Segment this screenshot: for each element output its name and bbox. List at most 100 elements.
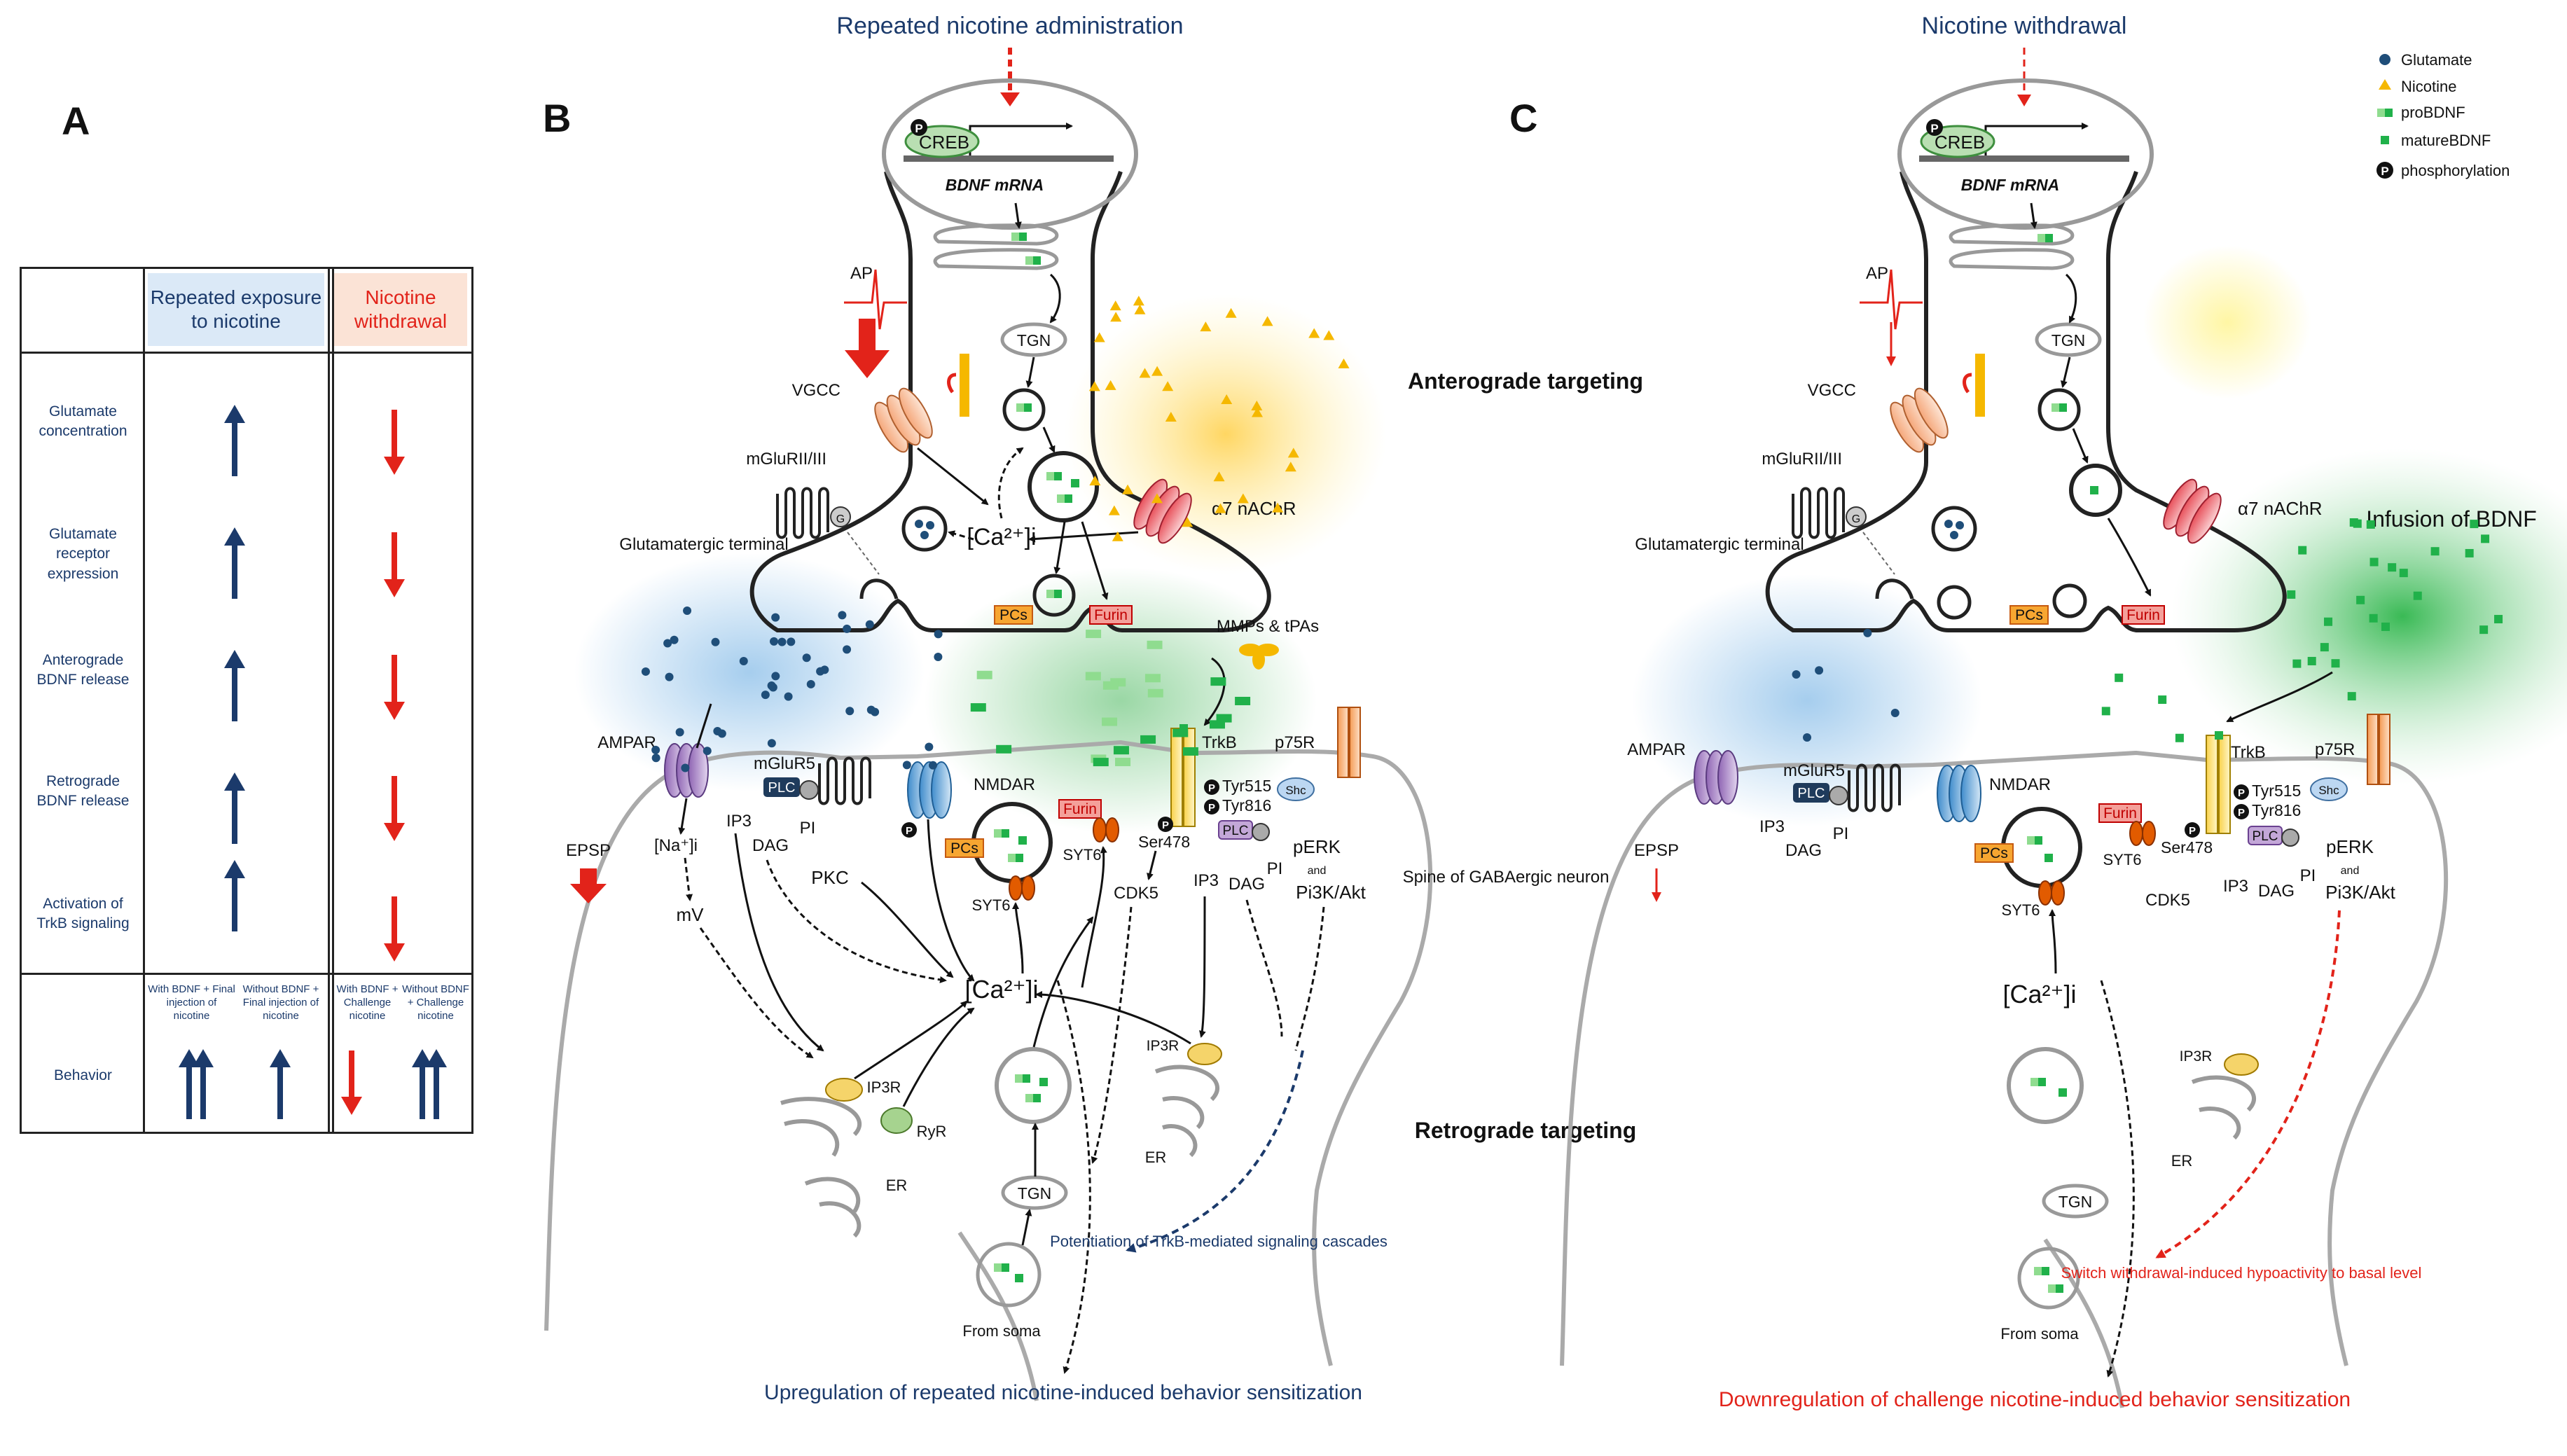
svg-text:IP3: IP3 bbox=[1759, 817, 1785, 836]
svg-text:p75R: p75R bbox=[2315, 740, 2355, 759]
svg-text:pERK: pERK bbox=[2326, 836, 2374, 857]
bdnf-molecule bbox=[2413, 591, 2422, 600]
bdnf-molecule bbox=[970, 703, 986, 712]
nicotine-molecule bbox=[1133, 296, 1144, 306]
postsynaptic-membrane-c bbox=[1560, 750, 2448, 1366]
nicotine-molecule bbox=[1093, 332, 1105, 342]
presynaptic-membrane-c bbox=[1765, 171, 2287, 632]
mglur5-receptor bbox=[818, 756, 871, 805]
potentiation-label: Potentiation of TrkB-mediated signaling … bbox=[1050, 1233, 1388, 1250]
scattered-molecules bbox=[641, 296, 2503, 772]
svg-text:SYT6: SYT6 bbox=[2001, 901, 2040, 919]
panel-b: B Repeated nicotine administration CREB … bbox=[543, 13, 1433, 1404]
sub-header: Without BDNF + Challenge nicotine bbox=[402, 983, 469, 1022]
tgn-post bbox=[1001, 1175, 1068, 1210]
svg-text:EPSP: EPSP bbox=[1634, 841, 1679, 860]
svg-text:DAG: DAG bbox=[1229, 875, 1265, 894]
mv-label: mV bbox=[677, 904, 705, 925]
glutamate-molecule bbox=[928, 761, 937, 770]
svg-text:AMPAR: AMPAR bbox=[1627, 740, 1686, 759]
p75r-receptor bbox=[1337, 707, 1361, 778]
bdnf-molecule bbox=[2175, 733, 2184, 742]
svg-text:mGluRII/III: mGluRII/III bbox=[1762, 450, 1842, 469]
nicotine-molecule bbox=[1151, 366, 1163, 376]
svg-text:PLC: PLC bbox=[768, 780, 796, 796]
dag-label: DAG bbox=[752, 836, 789, 855]
double-up-arrow-icon bbox=[412, 1049, 447, 1119]
bdnf-molecule bbox=[2347, 692, 2356, 701]
nicotine-legend-icon bbox=[2379, 79, 2391, 90]
svg-text:RyR: RyR bbox=[917, 1123, 947, 1140]
bdnf-molecule bbox=[1093, 758, 1109, 767]
mrna-label: BDNF mRNA bbox=[946, 176, 1044, 194]
mglur5-label: mGluR5 bbox=[754, 754, 815, 773]
behavior-label: Behavior bbox=[54, 1067, 112, 1083]
svg-text:IP3: IP3 bbox=[1193, 871, 1219, 890]
ampar-channel bbox=[664, 743, 709, 798]
glutamate-molecule bbox=[767, 681, 776, 690]
up-arrow-icon bbox=[224, 650, 245, 721]
svg-text:CDK5: CDK5 bbox=[2145, 891, 2190, 910]
glutamate-molecule bbox=[771, 672, 780, 681]
bdnf-molecule bbox=[1140, 735, 1156, 744]
table-arrows bbox=[179, 405, 447, 1119]
maturebdnf-legend-icon bbox=[2381, 136, 2389, 144]
svg-text:PI: PI bbox=[1267, 859, 1283, 878]
bdnf-molecule bbox=[2115, 673, 2124, 682]
glutamate-legend-icon bbox=[2379, 54, 2390, 65]
glutamate-molecule bbox=[770, 637, 779, 646]
svg-text:NMDAR: NMDAR bbox=[1989, 775, 2051, 794]
tgn bbox=[1000, 322, 1067, 357]
pi-label: PI bbox=[800, 819, 816, 838]
nicotine-molecule bbox=[1109, 300, 1121, 311]
glutamate-molecule bbox=[1815, 666, 1824, 675]
up-arrow-icon bbox=[270, 1049, 291, 1119]
bdnf-molecule bbox=[2430, 547, 2440, 556]
svg-text:G: G bbox=[1852, 513, 1860, 525]
svg-text:phosphorylation: phosphorylation bbox=[2401, 162, 2510, 179]
switch-label: Switch withdrawal-induced hypoactivity t… bbox=[2061, 1264, 2422, 1282]
glutamate-molecule bbox=[670, 635, 679, 644]
row-label: Glutamate concentration bbox=[39, 403, 127, 440]
svg-text:Shc: Shc bbox=[1285, 784, 1306, 797]
bdnf-molecule bbox=[2307, 656, 2316, 665]
svg-text:Pi3K/Akt: Pi3K/Akt bbox=[2325, 882, 2395, 903]
svg-text:pERK: pERK bbox=[1293, 836, 1341, 857]
post-bdnf-vesicle bbox=[971, 802, 1053, 883]
potentiation-arrow bbox=[1126, 1050, 1304, 1253]
glutamate-molecule bbox=[767, 739, 776, 748]
golgi bbox=[933, 223, 1059, 246]
bdnf-molecule bbox=[2331, 659, 2340, 668]
glutamate-molecule bbox=[866, 705, 876, 714]
svg-text:Ser478: Ser478 bbox=[1138, 833, 1190, 851]
sub-header: With BDNF + Challenge nicotine bbox=[336, 983, 399, 1022]
panel-c-caption: Downregulation of challenge nicotine-ind… bbox=[1719, 1388, 2351, 1411]
svg-text:IP3: IP3 bbox=[2223, 877, 2248, 896]
terminal-label: Glutamatergic terminal bbox=[619, 535, 788, 554]
svg-text:DAG: DAG bbox=[2258, 882, 2295, 901]
svg-text:DAG: DAG bbox=[1785, 841, 1822, 860]
glutamate-molecule bbox=[865, 620, 874, 629]
svg-text:TGN: TGN bbox=[1018, 1184, 1052, 1202]
svg-text:P: P bbox=[2238, 787, 2245, 799]
glutamate-molecule bbox=[651, 745, 660, 754]
bdnf-molecule bbox=[2381, 622, 2390, 631]
bdnf-molecule bbox=[2324, 617, 2333, 626]
svg-text:Furin: Furin bbox=[1094, 607, 1128, 623]
panel-b-caption: Upregulation of repeated nicotine-induce… bbox=[764, 1381, 1362, 1404]
svg-text:ER: ER bbox=[2171, 1152, 2193, 1170]
nicotine-molecule bbox=[1088, 381, 1100, 391]
glutamate-molecule bbox=[771, 613, 780, 622]
p75r-label: p75R bbox=[1275, 733, 1315, 752]
nicotine-molecule bbox=[1251, 407, 1263, 417]
svg-text:TGN: TGN bbox=[2059, 1193, 2093, 1211]
bdnf-molecule bbox=[2465, 548, 2474, 557]
svg-text:Glutamatergic terminal: Glutamatergic terminal bbox=[1635, 535, 1804, 554]
glutamate-halo bbox=[574, 553, 925, 791]
epsp-label: EPSP bbox=[566, 841, 611, 860]
panel-c-title: Nicotine withdrawal bbox=[1922, 13, 2127, 39]
svg-text:From soma: From soma bbox=[2000, 1325, 2079, 1343]
glutamate-molecule bbox=[1890, 708, 1900, 717]
ampar-label: AMPAR bbox=[597, 733, 656, 752]
